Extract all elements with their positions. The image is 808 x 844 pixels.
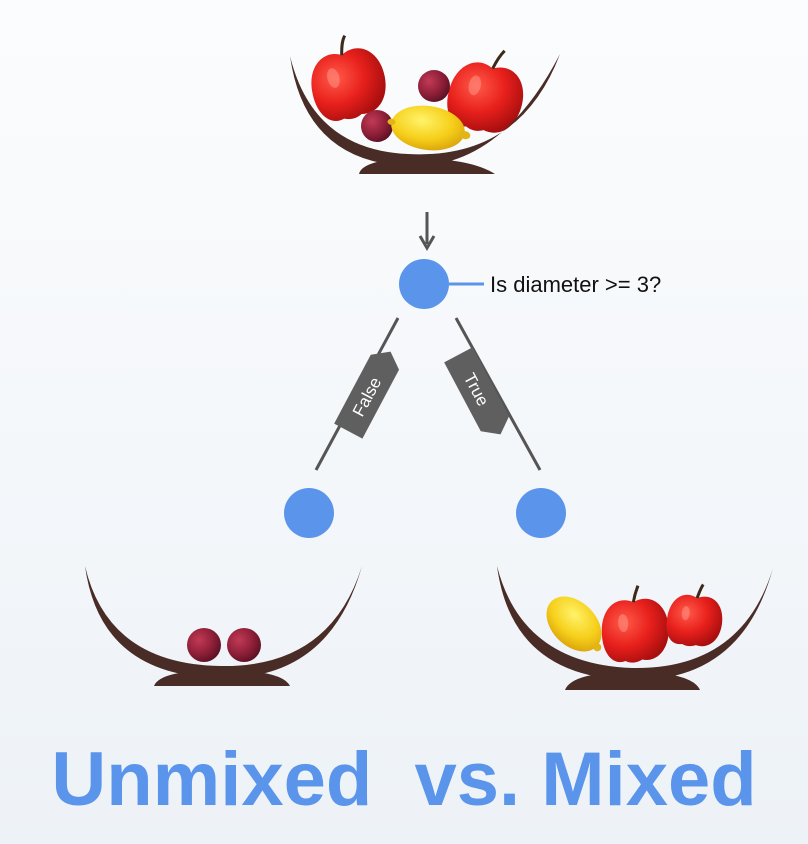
grape-icon [227, 628, 261, 662]
apple-icon [666, 583, 723, 647]
caption-vs: vs. [414, 737, 521, 822]
apple-icon [311, 34, 386, 121]
right-leaf-node [516, 488, 566, 538]
basket-base [359, 158, 495, 174]
lemon-icon [387, 105, 471, 151]
apple-icon [601, 585, 669, 663]
basket-bowl [85, 566, 362, 679]
root-basket [290, 34, 560, 174]
caption-mixed: Mixed [541, 737, 757, 822]
basket-base [154, 670, 290, 686]
false-branch-tag: False [334, 351, 400, 439]
caption-unmixed: Unmixed [51, 737, 373, 822]
true-edge [454, 317, 542, 471]
grape-icon [361, 110, 393, 142]
right-leaf-basket [497, 566, 773, 690]
left-leaf-basket [85, 566, 362, 686]
comparison-caption: Unmixed vs. Mixed [0, 735, 808, 825]
split-question: Is diameter >= 3? [490, 272, 661, 297]
grape-icon [187, 628, 221, 662]
apple-icon [447, 49, 524, 133]
lemon-icon [546, 596, 602, 652]
down-arrow-icon [418, 212, 436, 251]
basket-base [565, 672, 700, 690]
root-node [399, 259, 484, 309]
basket-bowl [290, 54, 560, 167]
true-branch-tag: True [444, 347, 510, 435]
grape-icon [418, 70, 450, 102]
root-basket-fruits [311, 34, 524, 151]
left-leaf-node [284, 488, 334, 538]
